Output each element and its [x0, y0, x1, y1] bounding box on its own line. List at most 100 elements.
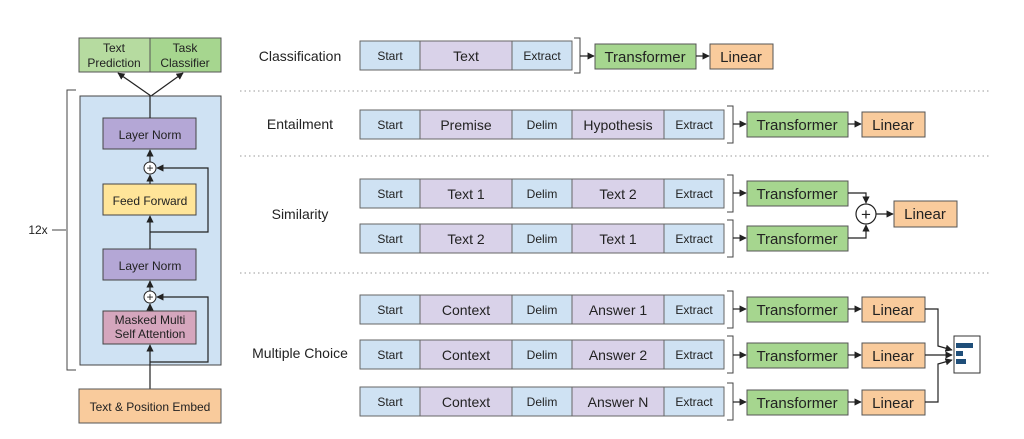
token-extract [663, 109, 725, 140]
linear-label: Linear [904, 206, 946, 223]
text-prediction-line2: Prediction [87, 56, 140, 70]
token-start-label: Start [377, 232, 403, 246]
transformer-box [594, 43, 697, 70]
token-extract [511, 40, 573, 71]
linear-box [861, 111, 926, 138]
linear-box [893, 200, 958, 228]
linear-label: Linear [872, 348, 914, 365]
layer-norm-bottom [102, 248, 197, 281]
token-start-label: Start [377, 303, 403, 317]
linear-box [709, 43, 774, 70]
linear-label: Linear [872, 302, 914, 319]
token-delim-label: Delim [527, 187, 558, 201]
token-text-label: Text [453, 48, 479, 64]
token-answer-2-label: Answer 2 [589, 347, 648, 363]
token-start [359, 386, 421, 417]
token-extract-label: Extract [523, 49, 561, 63]
arrow-to-plus-bottom [848, 224, 870, 239]
bracket [727, 382, 734, 421]
plus-bottom: + [146, 290, 153, 304]
bracket [574, 37, 581, 74]
token-text-1-label: Text 1 [447, 186, 485, 202]
linear-box [861, 342, 926, 369]
token-context-label: Context [442, 302, 490, 318]
task-classifier-line2: Classifier [160, 56, 209, 70]
token-extract [663, 178, 725, 209]
transformer-box [746, 111, 849, 138]
token-start [359, 223, 421, 254]
token-context-label: Context [442, 347, 490, 363]
linear-label: Linear [872, 395, 914, 412]
bracket [727, 290, 734, 329]
arrow-to-output-n [925, 358, 953, 403]
task-label-classification: Classification [259, 48, 341, 64]
plus-top: + [146, 161, 153, 175]
transformer-box [746, 225, 849, 252]
linear-label: Linear [872, 117, 914, 134]
token-answer-1-label: Answer 1 [589, 302, 648, 318]
token-premise-label: Premise [440, 117, 492, 133]
token-text-1 [571, 223, 665, 254]
token-premise [419, 109, 513, 140]
token-extract [663, 223, 725, 254]
token-text-1-label: Text 1 [599, 231, 637, 247]
attention-line2: Self Attention [115, 327, 186, 341]
token-extract-label: Extract [675, 395, 713, 409]
architecture-panel: Text Prediction Task Classifier 12x Laye… [28, 37, 222, 424]
token-context [419, 386, 513, 417]
token-delim-label: Delim [527, 395, 558, 409]
bracket [727, 105, 734, 144]
text-prediction-head [78, 37, 151, 73]
token-delim-label: Delim [527, 303, 558, 317]
layer-norm-top [102, 117, 197, 150]
transformer-label: Transformer [756, 302, 837, 319]
text-prediction-line1: Text [103, 41, 126, 55]
residual-loop-top [150, 164, 209, 233]
arrow-to-text-prediction [117, 72, 152, 97]
transformer-label: Transformer [756, 348, 837, 365]
token-start-label: Start [377, 49, 403, 63]
masked-attention [102, 310, 197, 345]
token-start [359, 40, 421, 71]
repeat-label: 12x [28, 223, 47, 237]
transformer-label: Transformer [756, 231, 837, 248]
arrow-to-output-1 [925, 308, 953, 352]
bracket [727, 174, 734, 213]
layer-norm-bottom-label: Layer Norm [119, 259, 182, 273]
transformer-label: Transformer [604, 49, 685, 66]
task-label-similarity: Similarity [272, 206, 329, 222]
token-start [359, 109, 421, 140]
token-start [359, 294, 421, 325]
token-text-2-label: Text 2 [599, 186, 637, 202]
linear-box [861, 389, 926, 416]
feed-forward-label: Feed Forward [113, 194, 188, 208]
token-context-label: Context [442, 394, 490, 410]
transformer-label: Transformer [756, 117, 837, 134]
token-start-label: Start [377, 118, 403, 132]
token-extract-label: Extract [675, 187, 713, 201]
token-delim [511, 223, 573, 254]
token-start-label: Start [377, 187, 403, 201]
task-classification: Classification Start Text Extract Transf… [259, 37, 774, 74]
task-classifier-head [149, 37, 222, 73]
transformer-label: Transformer [756, 395, 837, 412]
token-start [359, 178, 421, 209]
token-start-label: Start [377, 348, 403, 362]
token-start-label: Start [377, 395, 403, 409]
task-similarity: Similarity Start Text 1 Delim Text 2 Ext… [272, 174, 958, 258]
token-start [359, 339, 421, 370]
linear-box [861, 296, 926, 323]
bracket [727, 219, 734, 258]
token-extract-label: Extract [675, 232, 713, 246]
task-entailment: Entailment Start Premise Delim Hypothesi… [267, 105, 926, 144]
token-text-1 [419, 178, 513, 209]
task-classifier-line1: Task [173, 41, 199, 55]
repeat-bracket [66, 89, 76, 371]
embed-label: Text & Position Embed [90, 400, 211, 414]
task-multiple-choice: Multiple Choice Start Context Delim Answ… [252, 290, 981, 421]
task-label-entailment: Entailment [267, 116, 333, 132]
token-delim-label: Delim [527, 232, 558, 246]
token-context [419, 339, 513, 370]
